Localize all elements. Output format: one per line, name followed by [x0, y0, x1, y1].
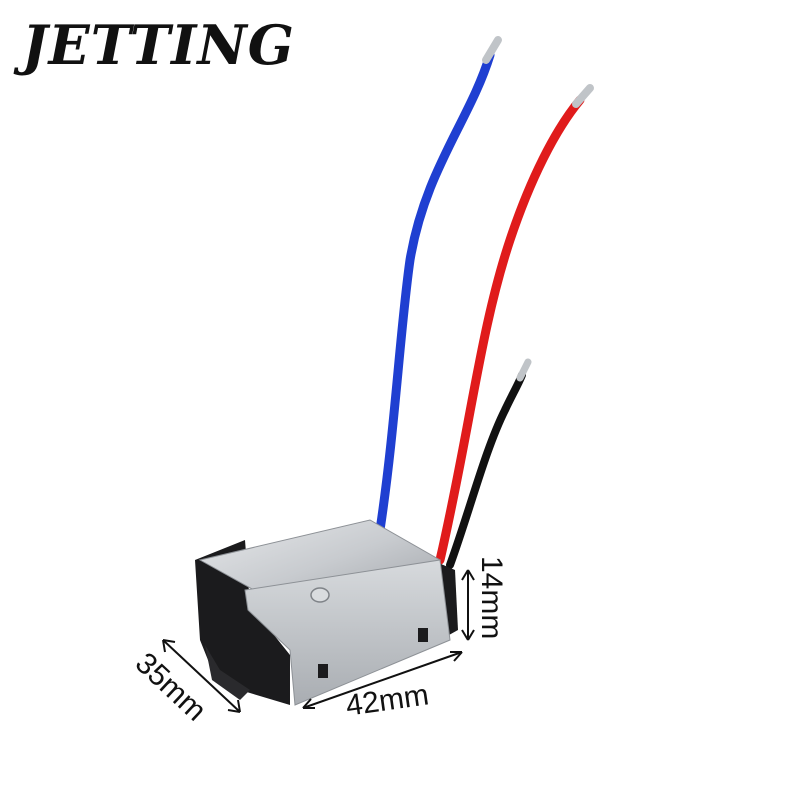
red-wire-tip [572, 84, 594, 108]
rivet [310, 587, 330, 603]
metal-cover-front [244, 559, 451, 706]
cover-slot-right [418, 628, 428, 642]
wire-bundle [375, 36, 594, 569]
blue-wire [375, 50, 495, 535]
cover-slot-left [318, 664, 328, 678]
depth-arrow [162, 639, 241, 713]
red-wire [435, 95, 585, 565]
black-wire [446, 371, 526, 569]
brand-logo: JETTING [22, 13, 295, 77]
dimension-lines [162, 569, 475, 713]
height-dimension-label: 14mm [475, 556, 508, 640]
black-wire-tip [516, 358, 532, 382]
blue-wire-tip [482, 36, 502, 64]
width-arrow [302, 651, 463, 709]
